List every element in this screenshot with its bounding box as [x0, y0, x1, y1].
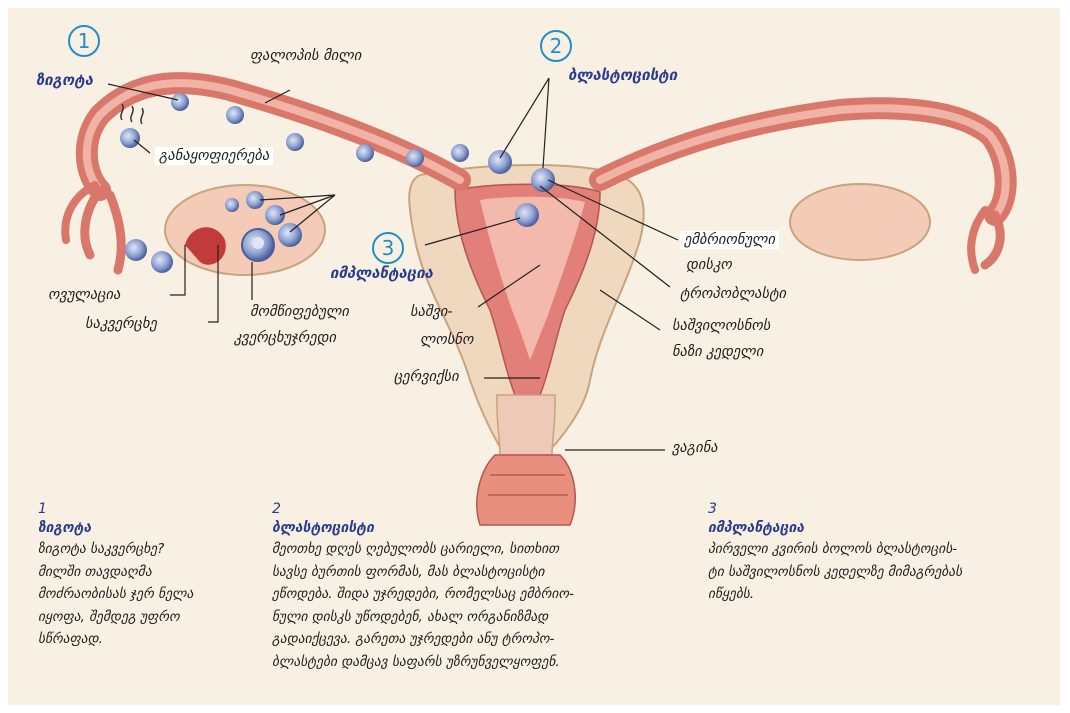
caption-3-title: იმპლანტაცია [708, 518, 1058, 538]
label-blastocyst: ბლასტოცისტი [568, 66, 677, 84]
step-number-3: 3 [372, 232, 404, 264]
caption-2-text: მეოთხე დღეს ღებულობს ცარიელი, სითხით სავ… [272, 538, 692, 673]
right-ovary [790, 184, 930, 260]
label-uterine-cavity-line1: საშვი- [410, 303, 453, 321]
label-fallopian-tube: ფალოპის მილი [250, 47, 361, 65]
label-trophoblast: ტროპობლასტი [680, 285, 786, 303]
step-number-1: 1 [68, 25, 100, 57]
label-zygote: ზიგოტა [36, 71, 93, 89]
label-uterine-wall-line2: ნაზი კედელი [672, 343, 763, 361]
label-fertilization: განაყოფიერება [155, 147, 273, 165]
cervix-shape [497, 395, 555, 455]
caption-3-text: პირველი კვირის ბოლოს ბლასტოცის- ტი საშვი… [708, 538, 1058, 606]
caption-1-title: ზიგოტა [38, 518, 248, 538]
label-vagina: ვაგინა [672, 439, 718, 457]
caption-3-number: 3 [708, 500, 1058, 518]
caption-1: 1 ზიგოტა ზიგოტა საკვერცხე? მილში თავდაღმ… [38, 500, 248, 651]
caption-2-number: 2 [272, 500, 692, 518]
label-uterine-wall-line1: საშვილოსნოს [672, 317, 770, 335]
caption-2: 2 ბლასტოცისტი მეოთხე დღეს ღებულობს ცარიე… [272, 500, 692, 673]
left-ovary [165, 185, 325, 275]
label-cervix: ცერვიქსი [394, 368, 459, 386]
label-mature-follicle-line2: კვერცხუჯრედი [234, 329, 336, 347]
label-embryonic-disc-line1: ემბრიონული [680, 231, 779, 249]
label-ovulation: ოვულაცია [48, 286, 120, 304]
caption-1-number: 1 [38, 500, 248, 518]
label-embryonic-disc-line2: დისკო [686, 256, 732, 274]
label-implantation: იმპლანტაცია [330, 264, 433, 282]
caption-3: 3 იმპლანტაცია პირველი კვირის ბოლოს ბლასტ… [708, 500, 1058, 606]
label-uterine-cavity-line2: ლოსნო [420, 331, 473, 349]
caption-1-text: ზიგოტა საკვერცხე? მილში თავდაღმა მოძრაობ… [38, 538, 248, 651]
caption-2-title: ბლასტოცისტი [272, 518, 692, 538]
step-number-2: 2 [540, 30, 572, 62]
label-ovary: საკვერცხე [85, 315, 157, 333]
label-mature-follicle-line1: მომწიფებული [250, 303, 349, 321]
